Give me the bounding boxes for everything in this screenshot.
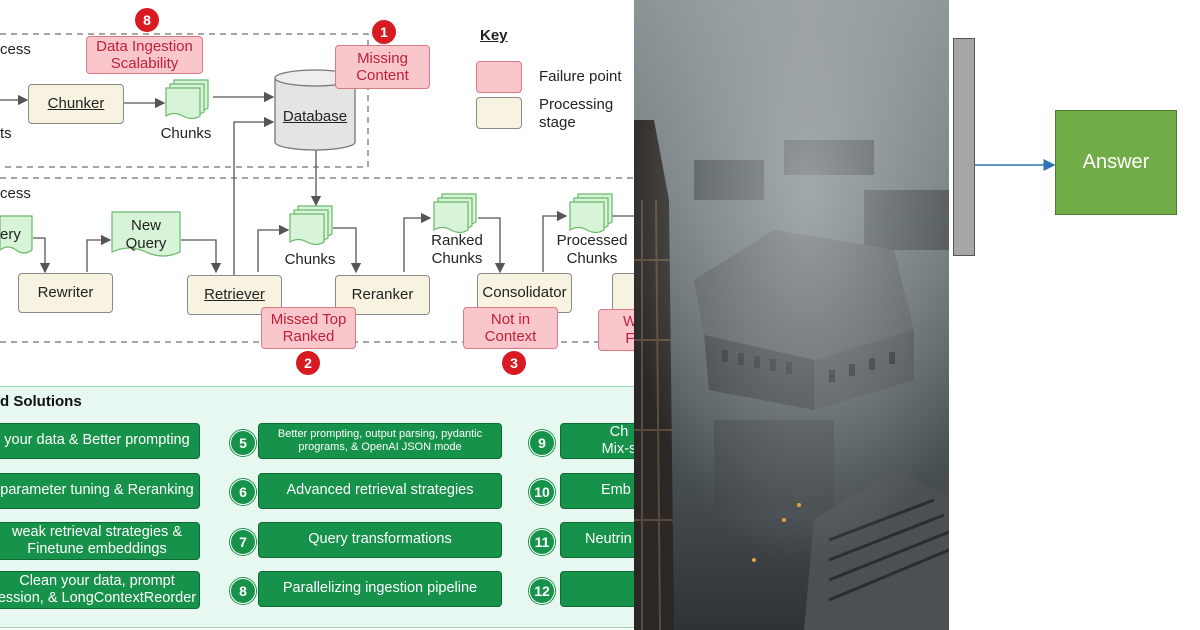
next-stage-box-partial xyxy=(612,273,634,313)
ranked-chunks-stack xyxy=(433,193,477,234)
query-label: ery xyxy=(0,226,21,243)
solution-6-label: Advanced retrieval strategies xyxy=(286,482,474,499)
answer-box: Answer xyxy=(1055,110,1177,215)
reranker-label: Reranker xyxy=(351,286,414,304)
solution-3-label: weak retrieval strategies & Finetune emb… xyxy=(11,523,183,557)
ranked-chunks-label: Ranked Chunks xyxy=(431,232,483,267)
online-region-label: cess xyxy=(0,185,31,202)
failure-partial-label: W F xyxy=(623,312,634,347)
solution-number-7: 7 xyxy=(230,529,256,555)
solution-1: your data & Better prompting xyxy=(0,423,200,459)
solution-7-label: Query transformations xyxy=(308,531,452,548)
failure-not-in-context: Not in Context xyxy=(463,307,558,349)
solution-number-12: 12 xyxy=(529,578,555,604)
solution-1-label: your data & Better prompting xyxy=(4,432,190,449)
failure-partial-right: W F xyxy=(598,309,634,351)
chunker-label: Chunker xyxy=(47,95,105,113)
failure-1-label: Missing Content xyxy=(356,49,409,84)
new-query-label: New Query xyxy=(125,217,167,252)
rewriter-label: Rewriter xyxy=(37,284,94,302)
solution-10-label: Emb xyxy=(601,482,631,499)
solution-10: Emb xyxy=(560,473,634,509)
solutions-panel: d Solutions your data & Better prompting… xyxy=(0,386,634,628)
solution-number-9: 9 xyxy=(529,430,555,456)
key-title: Key xyxy=(480,27,508,44)
solution-4-label: Clean your data, prompt ession, & LongCo… xyxy=(0,572,197,606)
failure-8-label: Data Ingestion Scalability xyxy=(96,37,193,72)
answer-arrow xyxy=(975,159,1056,171)
key-processing-swatch xyxy=(476,97,522,129)
solution-2-label: parameter tuning & Reranking xyxy=(0,482,194,499)
chunks-mid-stack xyxy=(289,205,333,246)
photo-illustration xyxy=(634,0,949,630)
solution-number-5: 5 xyxy=(230,430,256,456)
chunks-top-label: Chunks xyxy=(160,125,212,142)
failure-data-ingestion-scalability: Data Ingestion Scalability xyxy=(86,36,203,74)
rewriter-box: Rewriter xyxy=(18,273,113,313)
solution-5: Better prompting, output parsing, pydant… xyxy=(258,423,502,459)
new-query-doc-shape xyxy=(111,211,181,257)
solution-8-label: Parallelizing ingestion pipeline xyxy=(282,580,478,597)
failure-2-label: Missed Top Ranked xyxy=(270,310,347,345)
consolidator-label: Consolidator xyxy=(482,284,567,302)
solution-2: parameter tuning & Reranking xyxy=(0,473,200,509)
solution-12 xyxy=(560,571,634,607)
failure-missing-content: Missing Content xyxy=(335,45,430,89)
key-failure-label: Failure point xyxy=(539,68,622,85)
diagram-connectors xyxy=(0,33,634,343)
database-label: Database xyxy=(282,108,348,125)
query-doc-shape xyxy=(0,215,33,254)
processed-chunks-label: Processed Chunks xyxy=(556,232,628,267)
rag-diagram-panel: cess cess ts Chunker Chunks Database 8 D… xyxy=(0,8,634,628)
solution-6: Advanced retrieval strategies xyxy=(258,473,502,509)
failure-badge-3: 3 xyxy=(502,351,526,375)
flowchart-panel: Answer xyxy=(949,0,1200,630)
failure-missed-top-ranked: Missed Top Ranked xyxy=(261,307,356,349)
solution-11-label: Neutrin xyxy=(585,531,632,548)
chunks-mid-label: Chunks xyxy=(284,251,336,268)
solution-9: Ch Mix-s xyxy=(560,423,634,459)
chunks-top-stack xyxy=(165,79,209,120)
solution-7: Query transformations xyxy=(258,522,502,558)
key-failure-swatch xyxy=(476,61,522,93)
solution-11: Neutrin xyxy=(560,522,634,558)
failure-badge-8: 8 xyxy=(135,8,159,32)
solution-number-10: 10 xyxy=(529,479,555,505)
previous-stage-box xyxy=(953,38,975,256)
key-processing-label: Processing stage xyxy=(539,96,614,131)
failure-3-label: Not in Context xyxy=(484,310,537,345)
solutions-title: d Solutions xyxy=(0,393,82,410)
solution-3: weak retrieval strategies & Finetune emb… xyxy=(0,522,200,560)
solution-number-8: 8 xyxy=(230,578,256,604)
offline-region-label: cess xyxy=(0,41,31,58)
failure-badge-1: 1 xyxy=(372,20,396,44)
solution-5-label: Better prompting, output parsing, pydant… xyxy=(277,427,483,453)
answer-label: Answer xyxy=(1082,151,1150,173)
solution-9-label: Ch Mix-s xyxy=(601,423,634,457)
solution-4: Clean your data, prompt ession, & LongCo… xyxy=(0,571,200,609)
chunker-box: Chunker xyxy=(28,84,124,124)
retriever-label: Retriever xyxy=(204,286,265,304)
solution-number-11: 11 xyxy=(529,529,555,555)
processed-chunks-stack xyxy=(569,193,613,234)
solution-8: Parallelizing ingestion pipeline xyxy=(258,571,502,607)
documents-label: ts xyxy=(0,125,12,142)
solution-number-6: 6 xyxy=(230,479,256,505)
failure-badge-2: 2 xyxy=(296,351,320,375)
consolidator-box: Consolidator xyxy=(477,273,572,313)
foggy-city-photo xyxy=(634,0,949,630)
